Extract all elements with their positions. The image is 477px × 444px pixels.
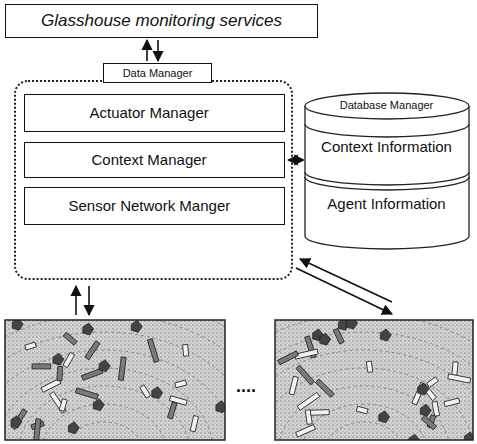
sensor-field-picture — [275, 320, 473, 440]
picture-frame — [5, 320, 225, 440]
db-label: Agent Information — [303, 195, 470, 212]
data-arrow — [146, 40, 148, 61]
service-box: Glasshouse monitoring services — [5, 4, 318, 38]
network-arrows — [76, 259, 392, 315]
tab-label: Data Manager — [103, 63, 212, 83]
box-label: Actuator Manager — [90, 104, 220, 121]
data-arrow — [157, 40, 159, 61]
db-label: Context Information — [303, 138, 470, 155]
database-cylinder — [305, 93, 469, 249]
database-node: Database ManagerContext InformationAgent… — [303, 92, 470, 250]
box-label: Glasshouse monitoring services — [41, 11, 282, 31]
sensor-field-picture — [5, 320, 225, 440]
manager-box: Sensor Network Manger — [24, 187, 285, 225]
manager-box: Context Manager — [24, 142, 285, 178]
box-label: Context Manager — [92, 151, 218, 168]
manager-box: Actuator Manager — [24, 94, 285, 132]
ellipsis-label: .... — [236, 376, 256, 397]
box-label: Sensor Network Manger — [69, 197, 241, 214]
middleware-region: Data ManagerActuator ManagerContext Mana… — [14, 80, 293, 280]
picture-frame — [275, 320, 473, 440]
db-label: Database Manager — [303, 99, 470, 112]
dashed-arrow — [288, 159, 304, 161]
